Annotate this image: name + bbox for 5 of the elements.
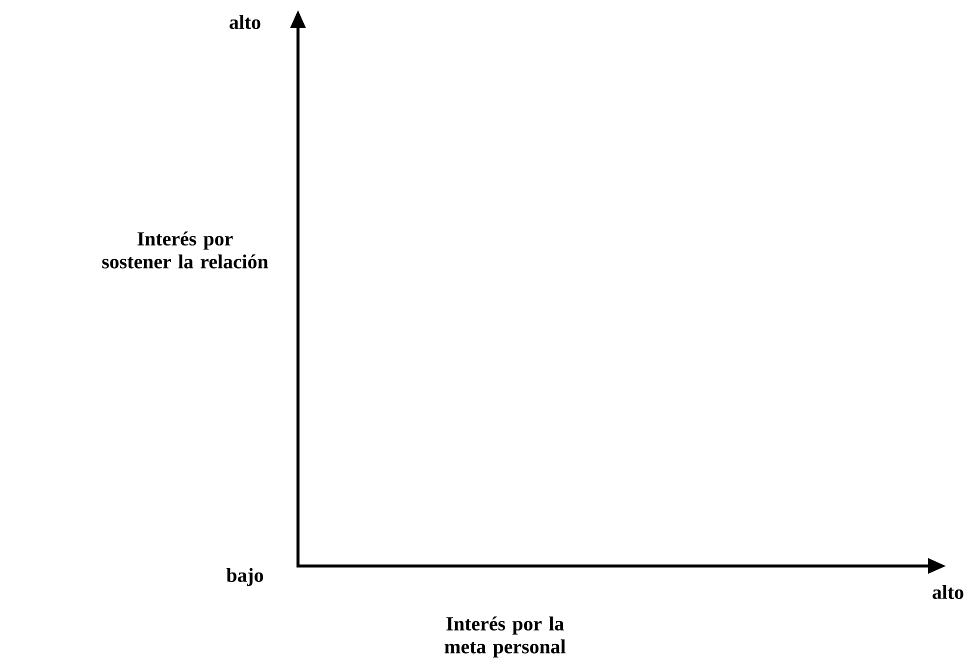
axis-label: Interés por sostener la relación — [102, 232, 268, 268]
axis-label: Interés por la meta personal — [444, 616, 566, 658]
axis-label: bajo — [226, 568, 264, 586]
axis-label: alto — [230, 14, 260, 29]
axis-label: alto — [932, 584, 964, 599]
